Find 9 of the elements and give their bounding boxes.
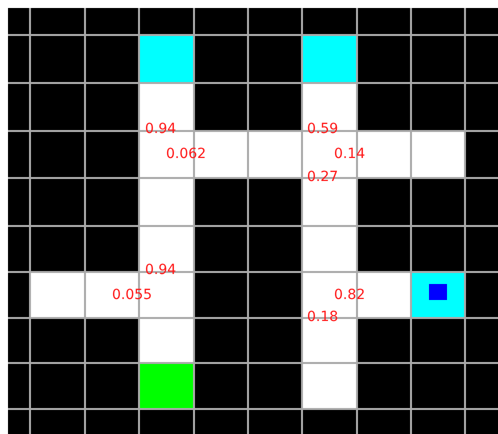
value-label: 0.94 [145, 262, 176, 278]
value-label: 0.18 [307, 309, 338, 325]
value-label: 0.82 [334, 287, 366, 303]
value-label: 0.59 [307, 121, 338, 137]
value-label: 0.14 [334, 146, 366, 162]
value-label: 0.055 [112, 287, 152, 303]
value-label: 0.94 [145, 121, 176, 137]
value-label: 0.062 [166, 146, 206, 162]
value-label: 0.27 [307, 169, 338, 185]
